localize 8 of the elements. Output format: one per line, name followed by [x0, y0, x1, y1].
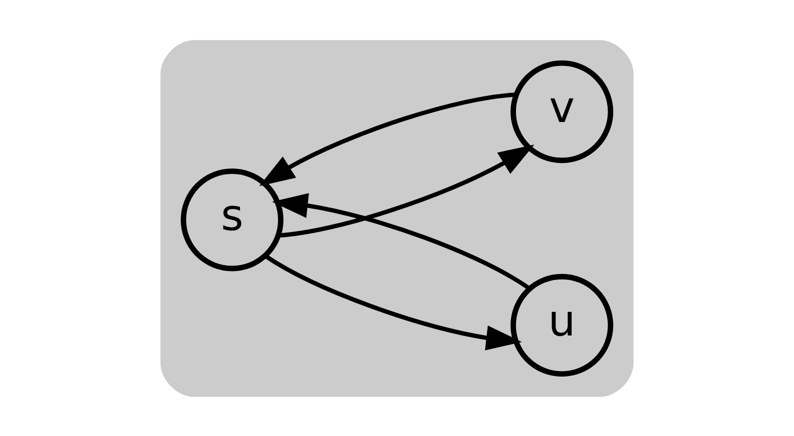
node-circle: s [180, 168, 284, 271]
node-circle: v [510, 60, 614, 163]
arrow [278, 144, 534, 238]
cluster [160, 40, 634, 396]
node-circle: u [510, 273, 614, 376]
arrow [272, 192, 531, 290]
arrow [264, 254, 522, 350]
arrow [259, 92, 516, 186]
